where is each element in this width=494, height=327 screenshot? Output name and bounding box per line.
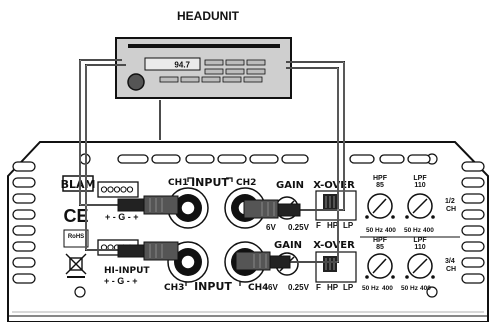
screw-icon [74, 286, 86, 298]
rca-jack-ch3-pin [180, 254, 196, 270]
screw-icon [426, 286, 438, 298]
lpf-value-bottom: 110 [414, 244, 425, 251]
rohs-label: RoHS [68, 234, 84, 240]
connector-pins-top [100, 186, 134, 193]
hpf-min-bottom: 50 Hz [362, 285, 380, 292]
preset-button[interactable] [246, 68, 266, 75]
display [144, 57, 201, 71]
rca-plug-ch3[interactable] [143, 241, 179, 261]
rca-plug-ch3-collar [117, 244, 145, 258]
input-label-bottom: INPUT [194, 280, 232, 293]
preset-button[interactable] [180, 76, 200, 83]
channel-group-bottom: 3/4 [445, 258, 455, 265]
ch1-label: CH1 [168, 178, 188, 188]
hpf-knob-top-indicator [372, 198, 387, 214]
hpf-label-bottom: HPF [373, 237, 388, 244]
xover-mode-f-bottom: F [316, 283, 321, 292]
ch2-label: CH2 [236, 178, 256, 188]
preset-button[interactable] [222, 76, 242, 83]
frequency-readout: 94.7 [174, 61, 190, 70]
volume-knob[interactable] [127, 73, 145, 91]
vent-slots-top [117, 154, 431, 164]
xover-mode-lp-bottom: LP [343, 283, 354, 292]
lpf-label-bottom: LPF [413, 237, 427, 244]
hpf-knob-bottom-indicator [372, 258, 387, 274]
rca-plug-ch4[interactable] [235, 251, 271, 271]
weee-icon [65, 253, 87, 278]
amplifier: BLAM CE RoHS + - G - + HI-INPUT + - G - … [7, 141, 489, 323]
channel-group-bottom-ch: CH [446, 266, 456, 273]
headunit-title: HEADUNIT [177, 9, 240, 23]
gain-min-top: 6V [266, 223, 276, 232]
ch4-label: CH4 [248, 283, 268, 293]
gain-min-bottom: 6V [268, 283, 278, 292]
lpf-label-top: LPF [413, 175, 427, 182]
lpf-knob-bottom-indicator [412, 258, 428, 274]
gain-max-top: 0.25V [288, 223, 310, 232]
wire-highlights [79, 59, 345, 263]
ce-mark: CE [63, 206, 88, 226]
rca-plug-ch2[interactable] [243, 199, 279, 219]
input-bracket-top [187, 177, 233, 182]
hi-input-pins-top: + - G - + [105, 212, 139, 222]
xover-mode-lp-top: LP [343, 221, 354, 230]
xover-mode-f-top: F [316, 221, 321, 230]
lpf-min-top: 50 Hz [404, 227, 422, 234]
gain-label-top: GAIN [276, 180, 304, 191]
hpf-max-bottom: 400 [382, 285, 393, 292]
rca-plug-ch2-collar [277, 203, 301, 217]
preset-button[interactable] [246, 59, 266, 66]
xover-mode-hp-bottom: HP [327, 283, 339, 292]
vent-slots-left [12, 161, 36, 284]
rohs-badge [63, 229, 89, 248]
preset-button[interactable] [204, 59, 224, 66]
gain-label-bottom: GAIN [274, 240, 302, 251]
rca-plugs [117, 195, 301, 271]
lpf-min-bottom: 50 Hz [401, 285, 419, 292]
hi-input-pins-bottom: + - G - + [104, 276, 138, 286]
lpf-max-top: 400 [423, 227, 434, 234]
preset-button[interactable] [225, 59, 245, 66]
gain-max-bottom: 0.25V [288, 283, 310, 292]
hpf-label-top: HPF [373, 175, 388, 182]
ch3-label: CH3 [164, 283, 184, 293]
preset-button[interactable] [201, 76, 221, 83]
preset-button[interactable] [243, 76, 263, 83]
hpf-value-top: 85 [376, 182, 384, 189]
lpf-value-top: 110 [414, 182, 425, 189]
preset-button[interactable] [204, 68, 224, 75]
channel-group-top: 1/2 [445, 198, 455, 205]
channel-group-top-ch: CH [446, 206, 456, 213]
preset-button[interactable] [225, 68, 245, 75]
input-label-top: INPUT [191, 176, 229, 189]
xover-label-top: X-OVER [313, 180, 355, 191]
hpf-value-bottom: 85 [376, 244, 384, 251]
xover-label-bottom: X-OVER [313, 240, 355, 251]
disc-slot [128, 44, 280, 48]
hpf-min-top: 50 Hz [366, 227, 384, 234]
hpf-max-top: 400 [385, 227, 396, 234]
rca-jack-ch1-pin [180, 200, 196, 216]
lpf-knob-top-indicator [412, 198, 428, 214]
xover-mode-hp-top: HP [327, 221, 339, 230]
preset-buttons [159, 59, 266, 83]
rca-plug-ch4-collar [269, 255, 291, 269]
lpf-max-bottom: 400 [420, 285, 431, 292]
vent-slots-right [461, 161, 485, 284]
brand-logo: BLAM [61, 178, 96, 191]
hi-input-label: HI-INPUT [104, 266, 150, 276]
preset-button[interactable] [159, 76, 179, 83]
rca-plug-ch1[interactable] [143, 195, 179, 215]
headunit: 94.7 [115, 37, 292, 99]
rca-plug-ch1-collar [117, 198, 145, 212]
